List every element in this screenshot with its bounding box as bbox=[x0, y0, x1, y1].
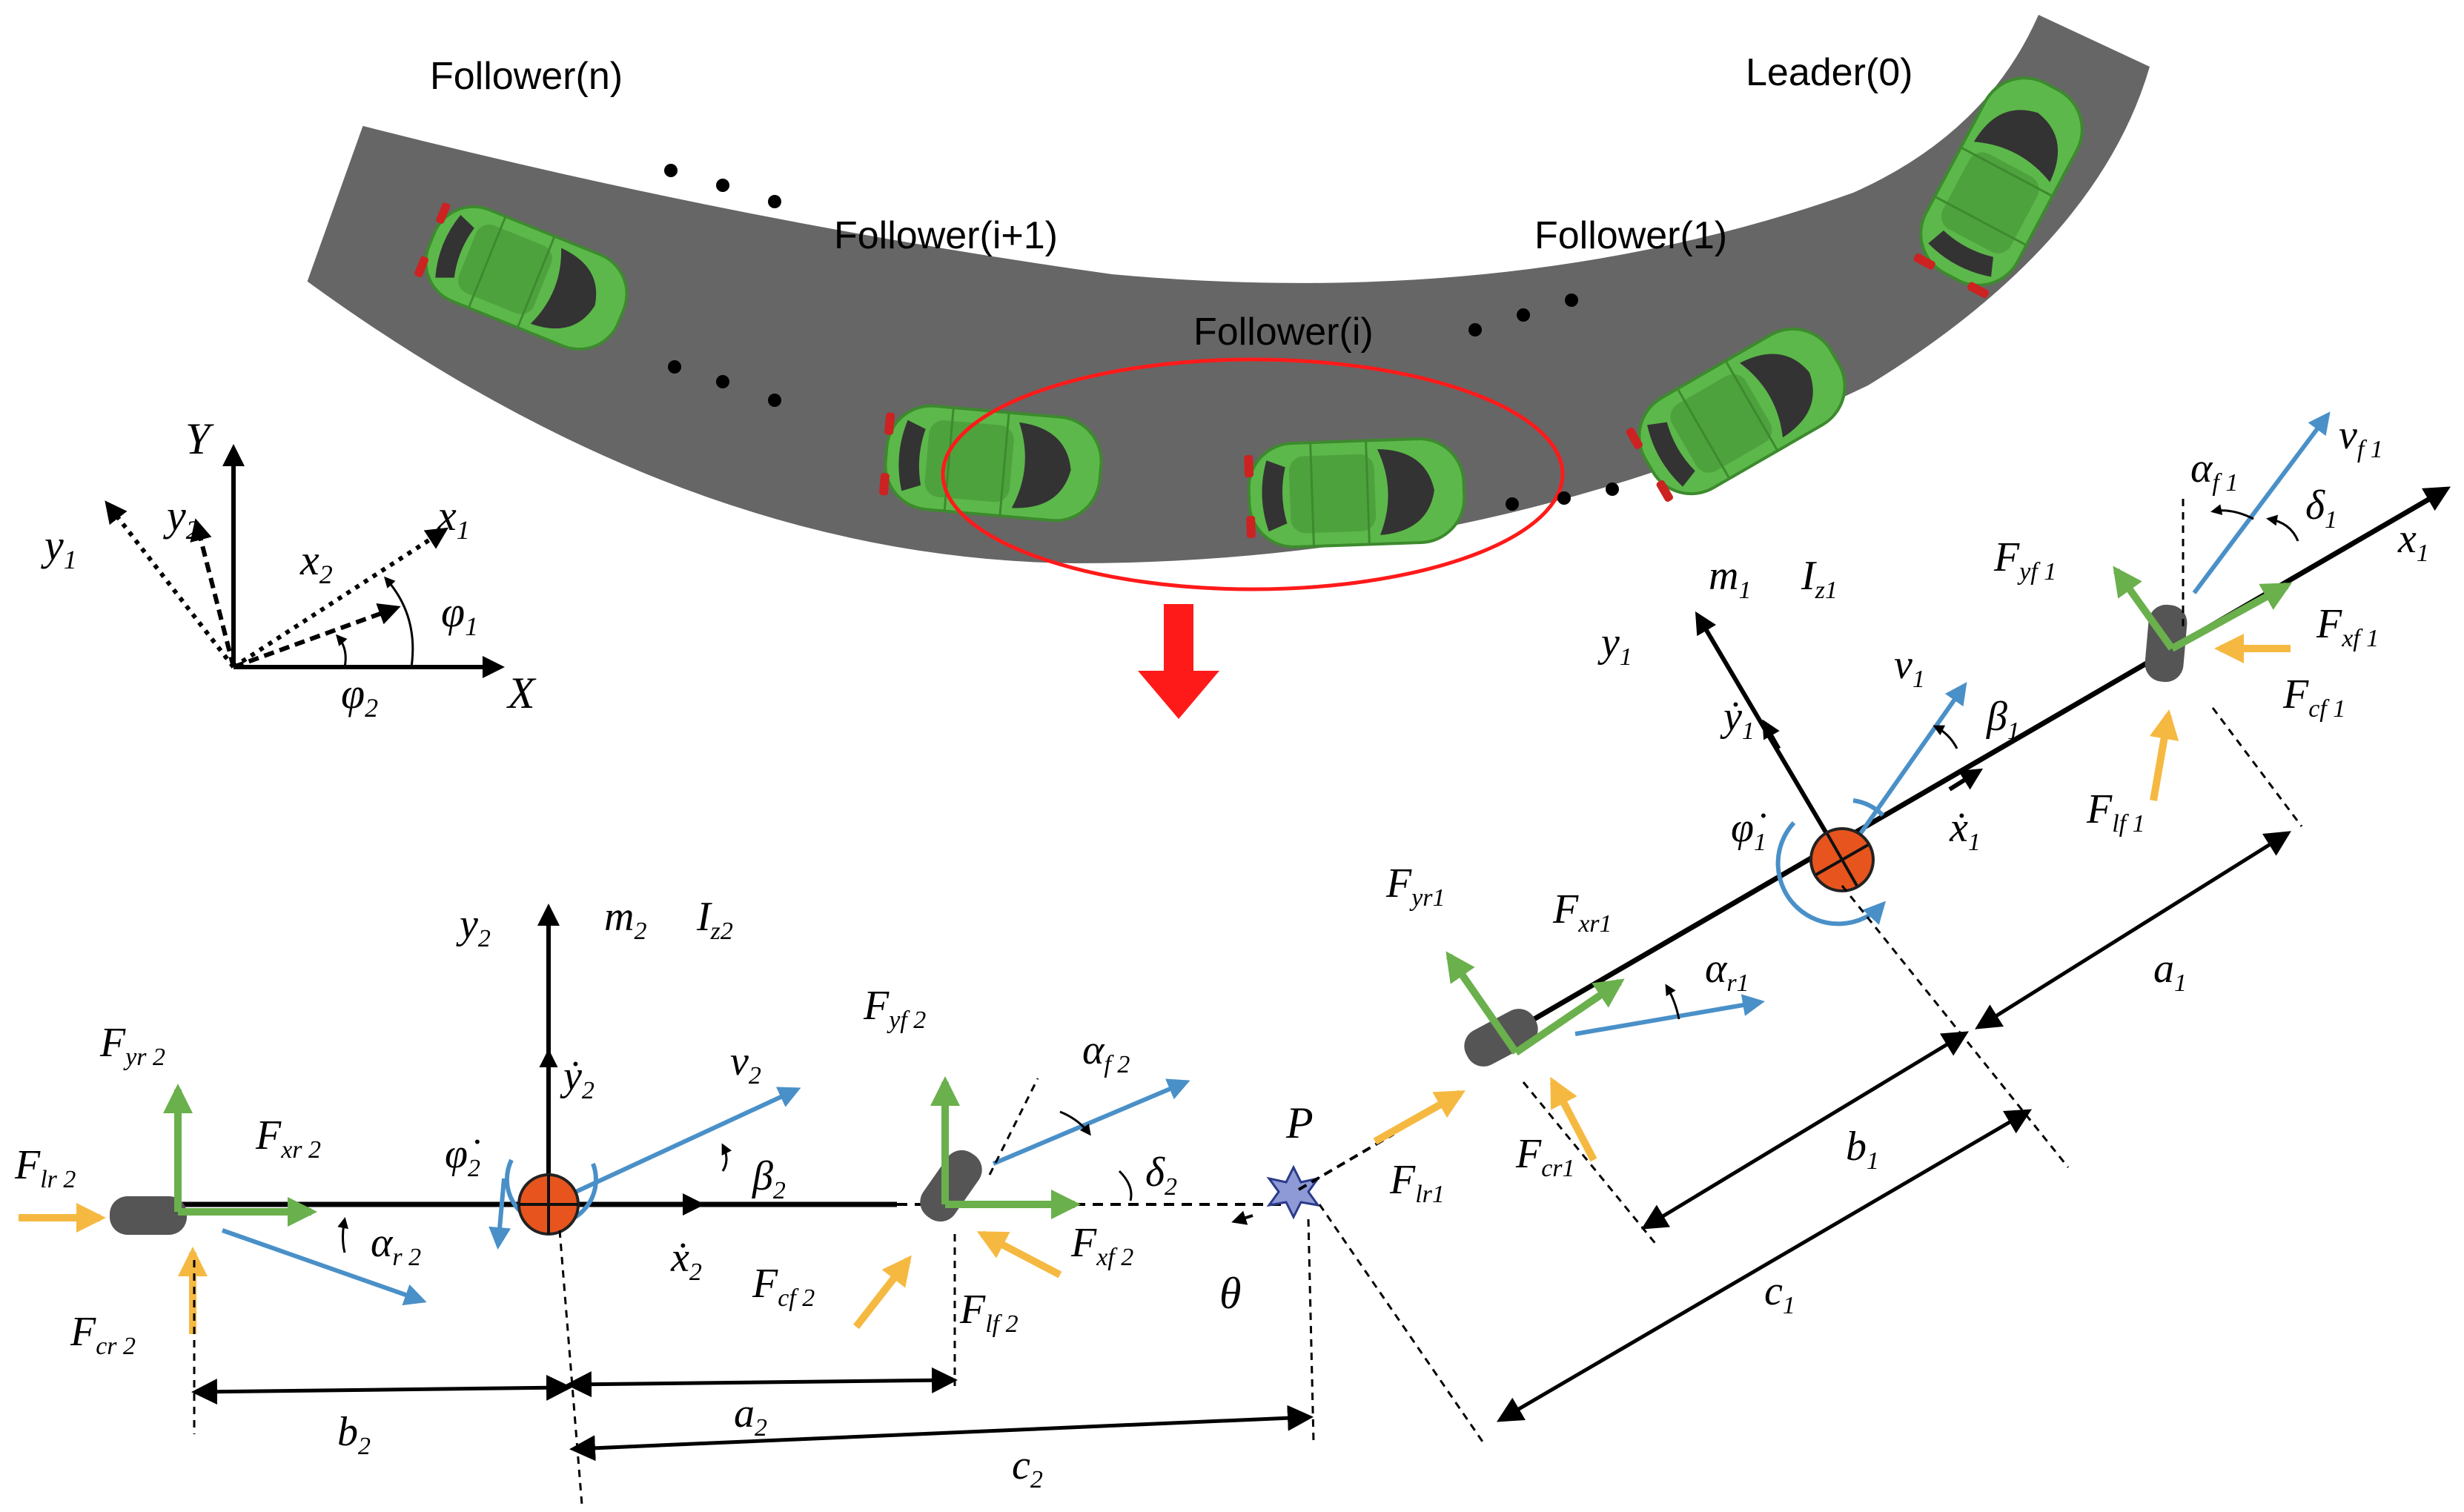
global-y1-label: y1 bbox=[41, 521, 77, 574]
global-phi1-label: φ1 bbox=[441, 588, 478, 641]
v1-y-axis-label: y1 bbox=[1597, 620, 1632, 671]
v2-Fcr-label: Fcr 2 bbox=[70, 1309, 136, 1360]
v2-beta-label: β2 bbox=[752, 1153, 786, 1204]
v2-xdot-label: ẋ2 bbox=[670, 1235, 702, 1286]
v2-alpha-f-label: αf 2 bbox=[1082, 1027, 1130, 1078]
v2-Fxr-label: Fxr 2 bbox=[255, 1113, 321, 1164]
v1-a-label: a1 bbox=[2153, 946, 2187, 997]
v1-xdot-label: ẋ1 bbox=[1949, 805, 1981, 856]
v2-alpha-r-label: αr 2 bbox=[371, 1220, 421, 1271]
v1-inertia-label: Iz1 bbox=[1801, 553, 1838, 604]
v1-Flr-label: Flr1 bbox=[1389, 1157, 1445, 1208]
v2-c-label: c2 bbox=[1012, 1442, 1043, 1493]
v1-Flf-label: Flf 1 bbox=[2086, 786, 2145, 838]
v1-alpha-r-label: αr1 bbox=[1705, 946, 1749, 997]
vehicle2-rear-wheel bbox=[19, 1084, 427, 1334]
v1-x-axis-label: x1 bbox=[2397, 516, 2429, 567]
v1-mass-label: m1 bbox=[1709, 553, 1751, 604]
v2-Fxf-label: Fxf 2 bbox=[1070, 1220, 1133, 1271]
v2-phidot-label: φ̇2 bbox=[445, 1131, 480, 1182]
v1-Fyf-label: Fyf 1 bbox=[1993, 534, 2056, 586]
label-follower-i: Follower(i) bbox=[1193, 311, 1374, 354]
v2-b-label: b2 bbox=[337, 1409, 371, 1460]
v2-Fyf-label: Fyf 2 bbox=[863, 983, 926, 1034]
v2-Fyr-label: Fyr 2 bbox=[99, 1020, 165, 1071]
vehicle1-front-wheel bbox=[2113, 411, 2331, 827]
v1-Fxf-label: Fxf 1 bbox=[2316, 601, 2379, 652]
global-phi2-label: φ2 bbox=[341, 669, 378, 723]
v2-velocity-label: v2 bbox=[730, 1038, 761, 1090]
down-arrow-icon bbox=[1138, 604, 1219, 719]
v2-Flr-label: Flr 2 bbox=[14, 1142, 76, 1193]
vehicle1-rear-wheel bbox=[1373, 951, 1765, 1162]
vehicle1-body bbox=[1507, 486, 2451, 1037]
vehicle1-dimensions bbox=[1318, 831, 2291, 1442]
global-x2-label: x2 bbox=[299, 536, 333, 589]
v1-Fyr-label: Fyr1 bbox=[1385, 861, 1445, 912]
hitch-theta-label: θ bbox=[1219, 1269, 1241, 1318]
v1-Fcr-label: Fcr1 bbox=[1515, 1131, 1575, 1182]
global-x1-label: x1 bbox=[437, 491, 470, 545]
label-follower-n: Follower(n) bbox=[430, 55, 623, 98]
v2-Fcf-label: Fcf 2 bbox=[752, 1261, 815, 1312]
global-frame bbox=[105, 444, 505, 678]
v2-ydot-label: ẏ2 bbox=[560, 1053, 595, 1104]
v1-beta-label: β1 bbox=[1986, 694, 2020, 745]
v2-mass-label: m2 bbox=[604, 894, 646, 945]
label-leader: Leader(0) bbox=[1746, 51, 1912, 94]
hitch bbox=[1231, 1133, 1395, 1225]
highlight-ellipse bbox=[941, 357, 1565, 591]
label-follower-1: Follower(1) bbox=[1534, 214, 1727, 257]
v1-vf-label: vf 1 bbox=[2339, 412, 2383, 463]
hitch-point-icon bbox=[1266, 1164, 1321, 1220]
vehicle2-dimensions bbox=[191, 1218, 1315, 1505]
hitch-P-label: P bbox=[1285, 1098, 1314, 1147]
car-follower-i bbox=[1244, 437, 1466, 548]
global-Y-label: Y bbox=[185, 414, 214, 463]
v1-c-label: c1 bbox=[1764, 1268, 1795, 1319]
v1-alpha-f-label: αf 1 bbox=[2190, 445, 2238, 497]
global-y2-label: y2 bbox=[163, 491, 199, 545]
vehicle2-front-wheel bbox=[853, 1076, 1190, 1330]
label-follower-i1: Follower(i+1) bbox=[834, 214, 1058, 257]
v1-Fxr-label: Fxr1 bbox=[1552, 886, 1612, 938]
v1-phidot-label: φ̇1 bbox=[1731, 805, 1766, 856]
v2-delta-label: δ2 bbox=[1145, 1150, 1177, 1201]
car-follower-i1 bbox=[876, 400, 1107, 526]
v1-delta-label: δ1 bbox=[2305, 483, 2337, 534]
v2-y-axis-label: y2 bbox=[456, 901, 491, 952]
v1-ydot-label: ẏ1 bbox=[1720, 694, 1755, 745]
v2-a-label: a2 bbox=[734, 1390, 767, 1442]
global-X-label: X bbox=[506, 669, 537, 717]
v1-Fcf-label: Fcf 1 bbox=[2282, 672, 2345, 723]
v1-b-label: b1 bbox=[1846, 1124, 1879, 1175]
v2-inertia-label: Iz2 bbox=[696, 894, 733, 945]
v2-Flf-label: Flf 2 bbox=[959, 1287, 1019, 1338]
v1-velocity-label: v1 bbox=[1894, 642, 1925, 693]
ellipsis-dots bbox=[664, 164, 1619, 511]
